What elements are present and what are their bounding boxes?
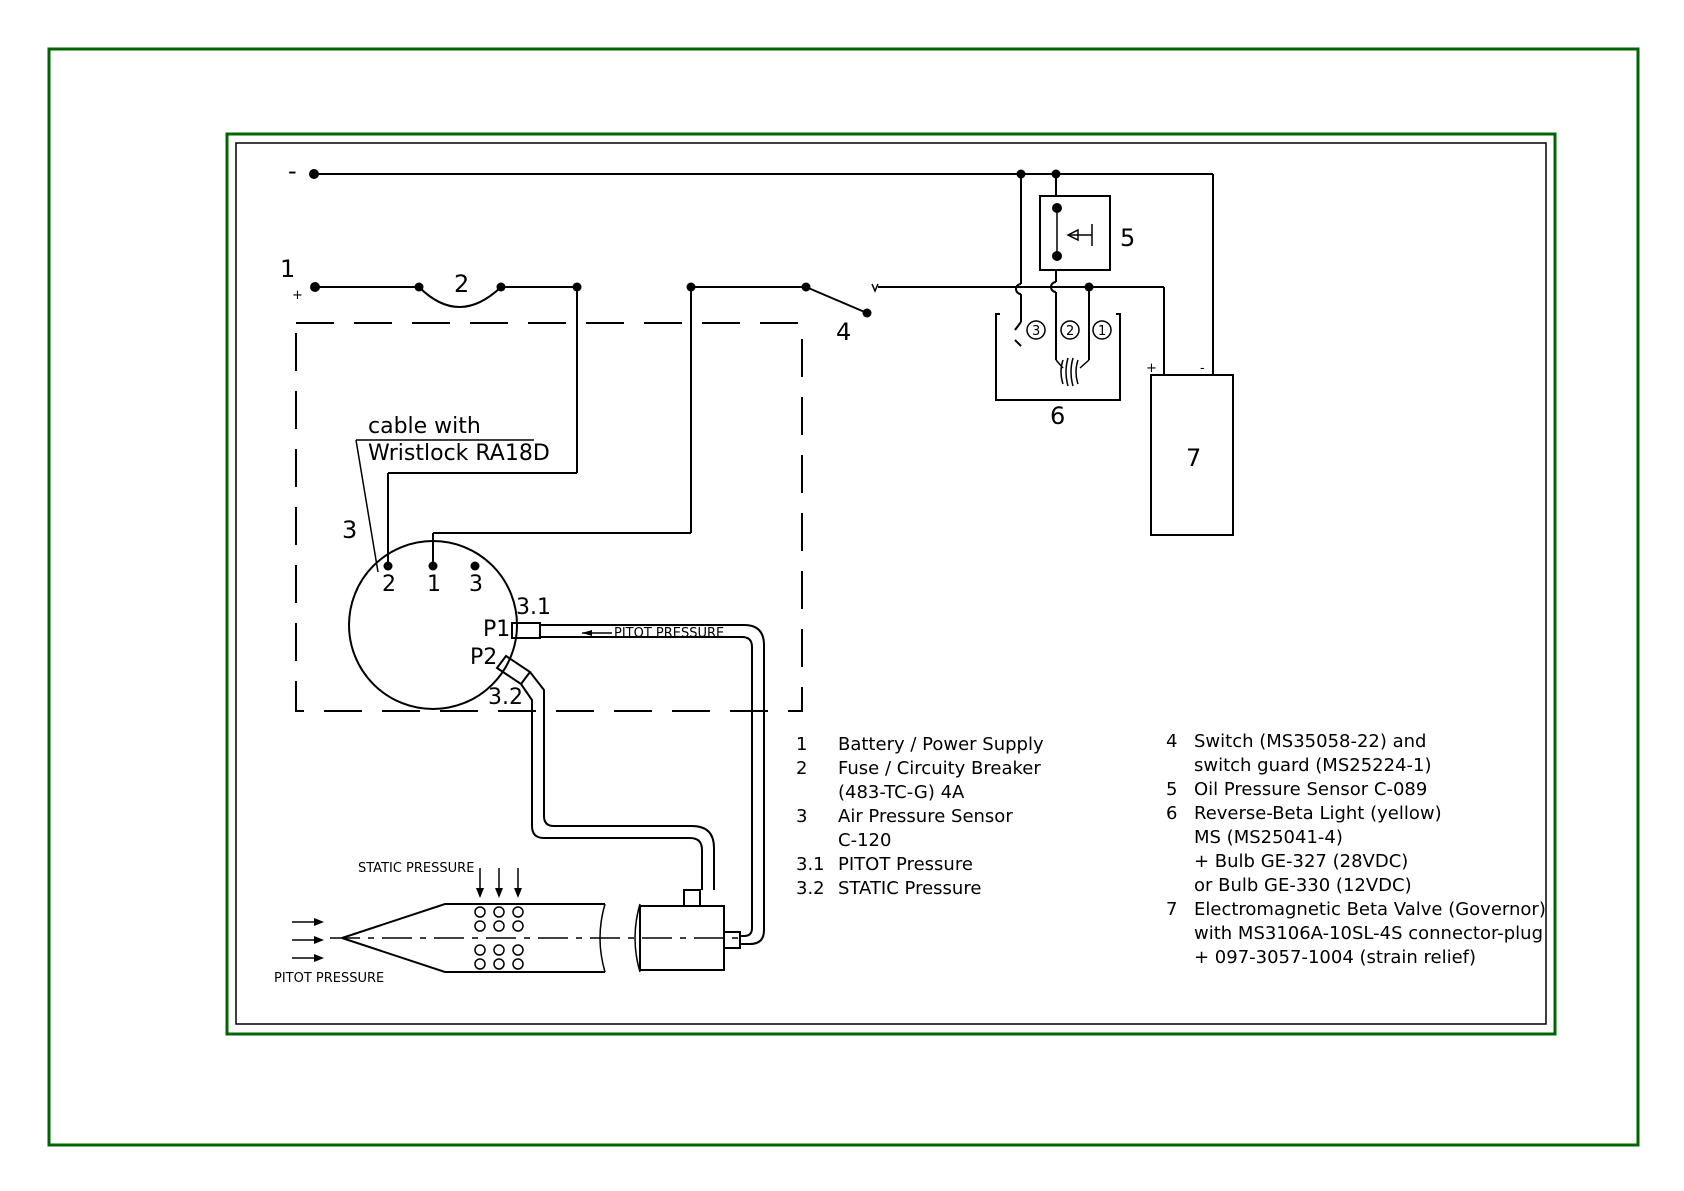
- legend-item-number: 5: [1166, 779, 1178, 800]
- minus-terminal-label: -: [288, 157, 297, 185]
- battery-number: 1: [280, 255, 295, 283]
- plus-terminal-label: +: [292, 288, 303, 303]
- legend-item-number: 3.1: [796, 854, 825, 875]
- legend-item-text: Oil Pressure Sensor C-089: [1194, 779, 1428, 800]
- legend-item-text: + 097-3057-1004 (strain relief): [1194, 947, 1477, 968]
- legend-item-text: (483-TC-G) 4A: [838, 782, 965, 803]
- legend-item-number: 7: [1166, 899, 1178, 920]
- fuse-symbol: [418, 286, 502, 308]
- legend-item: 5 Oil Pressure Sensor C-089: [1166, 778, 1546, 802]
- light-pin-2: 2: [1066, 324, 1074, 339]
- legend-item-text: switch guard (MS25224-1): [1194, 755, 1432, 776]
- legend-right: 4 Switch (MS35058-22) and switch guard (MS…: [1166, 730, 1546, 970]
- inner-frame: [225, 132, 1557, 1036]
- oil-sensor-number: 5: [1120, 224, 1135, 252]
- pitot-pressure-label: PITOT PRESSURE: [274, 971, 384, 986]
- air-pressure-sensor: [348, 540, 541, 710]
- switch-number: 4: [836, 318, 851, 346]
- light-pin-1: 1: [1098, 324, 1106, 339]
- legend-item-number: 3: [796, 806, 808, 827]
- legend-item: 2 Fuse / Circuity Breaker (483-TC-G) 4A: [796, 757, 1096, 805]
- port-3-2: 3.2: [488, 685, 523, 710]
- legend-item-number: 4: [1166, 731, 1178, 752]
- valve-minus-label: -: [1200, 361, 1205, 376]
- legend-item-text: MS (MS25041-4): [1194, 827, 1343, 848]
- legend-item-number: 2: [796, 758, 808, 779]
- fuse-number: 2: [454, 270, 469, 298]
- outer-frame: [47, 47, 1640, 1147]
- negative-bus: [309, 169, 1214, 375]
- legend-item-text: with MS3106A-10SL-4S connector-plug: [1194, 923, 1543, 944]
- port-p2: P2: [470, 645, 497, 670]
- valve-number: 7: [1186, 444, 1201, 472]
- valve-plus-label: +: [1146, 361, 1157, 376]
- pitot-tube: [540, 624, 765, 949]
- legend-item-number: 6: [1166, 803, 1178, 824]
- legend-item: 4 Switch (MS35058-22) and switch guard (MS…: [1166, 730, 1546, 778]
- legend-item: 7 Electromagnetic Beta Valve (Governor) wi…: [1166, 898, 1546, 970]
- legend-item-text: C-120: [838, 830, 892, 851]
- legend-item-text: Switch (MS35058-22) and: [1194, 731, 1427, 752]
- drawing-border: [235, 142, 1547, 1025]
- legend-item-text: Fuse / Circuity Breaker: [838, 758, 1041, 779]
- reverse-beta-light: [995, 313, 1121, 401]
- legend-item-number: 3.2: [796, 878, 825, 899]
- positive-line: [310, 282, 582, 565]
- legend-item: 3.2 STATIC Pressure: [796, 877, 1096, 901]
- static-tube: [520, 671, 715, 907]
- light-pin-3: 3: [1032, 324, 1040, 339]
- port-p1: P1: [483, 617, 510, 642]
- pitot-probe: [292, 868, 742, 973]
- legend-item-number: 1: [796, 734, 808, 755]
- legend-item-text: Battery / Power Supply: [838, 734, 1044, 755]
- legend-item-text: Reverse-Beta Light (yellow): [1194, 803, 1442, 824]
- legend-item: 3.1 PITOT Pressure: [796, 853, 1096, 877]
- sensor-boundary: [295, 322, 803, 712]
- legend-item-text: or Bulb GE-330 (12VDC): [1194, 875, 1412, 896]
- legend-item-text: Air Pressure Sensor: [838, 806, 1013, 827]
- switch-line: [432, 270, 1165, 565]
- legend-item: 1 Battery / Power Supply: [796, 733, 1096, 757]
- sensor-number: 3: [342, 516, 357, 544]
- legend-item: 6 Reverse-Beta Light (yellow) MS (MS25041-…: [1166, 802, 1546, 898]
- sensor-pin-3: 3: [469, 572, 483, 597]
- legend-item-text: PITOT Pressure: [838, 854, 973, 875]
- beta-valve-box: [1150, 374, 1234, 536]
- legend-item-text: Electromagnetic Beta Valve (Governor): [1194, 899, 1546, 920]
- static-holes: [474, 906, 524, 970]
- static-pressure-label: STATIC PRESSURE: [358, 861, 474, 876]
- legend-item-text: + Bulb GE-327 (28VDC): [1194, 851, 1409, 872]
- cable-label-line1: cable with: [368, 414, 481, 439]
- legend-item-text: STATIC Pressure: [838, 878, 982, 899]
- pitot-arrow-label: PITOT PRESSURE: [614, 626, 724, 641]
- oil-pressure-sensor: [1039, 195, 1111, 271]
- port-3-1: 3.1: [516, 595, 551, 620]
- legend-left: 1 Battery / Power Supply 2 Fuse / Circuity …: [796, 733, 1096, 901]
- sensor-pin-2: 2: [382, 572, 396, 597]
- sensor-pin-1: 1: [427, 572, 441, 597]
- cable-label-line2: Wristlock RA18D: [368, 441, 550, 466]
- switch-blade: [805, 286, 868, 314]
- light-number: 6: [1050, 402, 1065, 430]
